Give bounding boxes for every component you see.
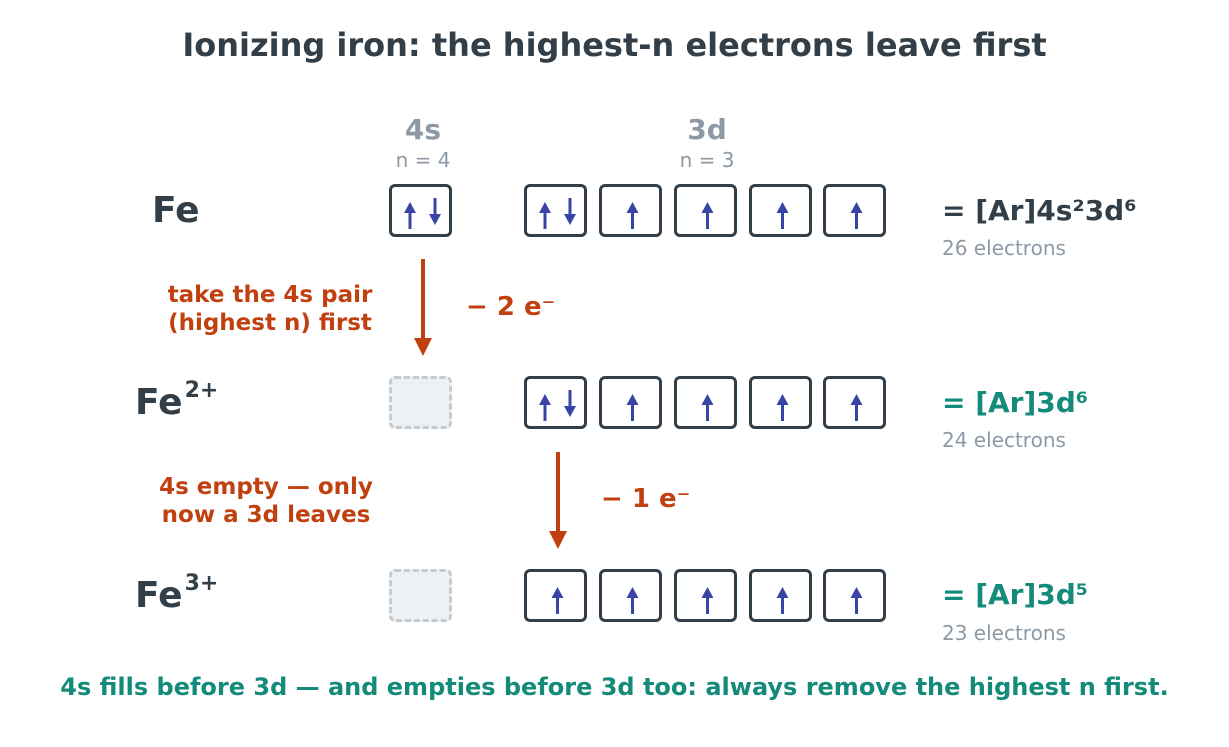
orbital-box-3d [674,569,737,622]
spin-up-arrow [626,394,639,421]
electron-count-fe2plus: 24 electrons [942,428,1066,452]
spin-up-arrow [701,394,714,421]
orbital-box-3d [524,569,587,622]
step-note-line: now a 3d leaves [161,502,371,528]
spin-up-arrow [551,587,564,614]
spin-up-arrow [776,394,789,421]
config-fe3plus: = [Ar]3d⁵ [942,578,1089,611]
orbital-box-3d [599,569,662,622]
step-note-1: take the 4s pair (highest n) first [140,281,400,337]
orbital-box-4s [389,184,452,237]
species-charge: 2+ [184,378,219,403]
spin-up-arrow [850,587,863,614]
spin-down-arrow [429,198,441,225]
orbital-box-3d [599,376,662,429]
spin-down-arrow [564,390,576,417]
spin-up-arrow [850,394,863,421]
species-fe: Fe [152,190,202,231]
orbital-label-4s: 4s [404,113,442,146]
electron-count-fe: 26 electrons [942,236,1066,260]
species-fe2plus: Fe2+ [135,378,218,423]
species-charge: 3+ [184,571,219,596]
step-note-line: (highest n) first [168,310,372,336]
spin-up-arrow [776,587,789,614]
orbital-box-3d [823,569,886,622]
orbital-box-3d [674,184,737,237]
spin-up-arrow [701,202,714,229]
footer-takeaway: 4s fills before 3d — and empties before … [60,673,1169,701]
orbital-label-3d: 3d [687,113,727,146]
orbital-box-3d [599,184,662,237]
spin-up-arrow [626,587,639,614]
spin-down-arrow [564,198,576,225]
electron-count-fe3plus: 23 electrons [942,621,1066,645]
orbital-box-3d [823,376,886,429]
species-fe3plus: Fe3+ [135,571,218,616]
orbital-n-3d: n = 3 [679,148,735,172]
orbital-box-4s-empty [389,376,452,429]
spin-up-arrow [404,202,416,229]
orbital-box-3d [749,376,812,429]
step-note-line: take the 4s pair [167,282,373,308]
removed-electrons-2: − 1 e⁻ [601,484,691,514]
removed-electrons-1: − 2 e⁻ [466,292,556,322]
spin-up-arrow [539,394,551,421]
spin-up-arrow [626,202,639,229]
step-arrow-2 [549,452,567,549]
orbital-box-3d [749,184,812,237]
step-note-2: 4s empty — only now a 3d leaves [136,473,396,529]
config-fe: = [Ar]4s²3d⁶ [942,194,1137,227]
spin-up-arrow [850,202,863,229]
orbital-n-4s: n = 4 [395,148,451,172]
diagram-title: Ionizing iron: the highest-n electrons l… [182,26,1047,64]
spin-up-arrow [701,587,714,614]
orbital-box-4s-empty [389,569,452,622]
species-symbol: Fe [152,190,200,231]
orbital-box-3d [524,184,587,237]
orbital-box-3d [524,376,587,429]
orbital-box-3d [749,569,812,622]
orbital-box-3d [674,376,737,429]
config-fe2plus: = [Ar]3d⁶ [942,386,1089,419]
spin-up-arrow [776,202,789,229]
step-note-line: 4s empty — only [159,474,373,500]
species-symbol: Fe [135,382,183,423]
step-arrow-1 [414,259,432,356]
orbital-box-3d [823,184,886,237]
species-symbol: Fe [135,575,183,616]
spin-up-arrow [539,202,551,229]
